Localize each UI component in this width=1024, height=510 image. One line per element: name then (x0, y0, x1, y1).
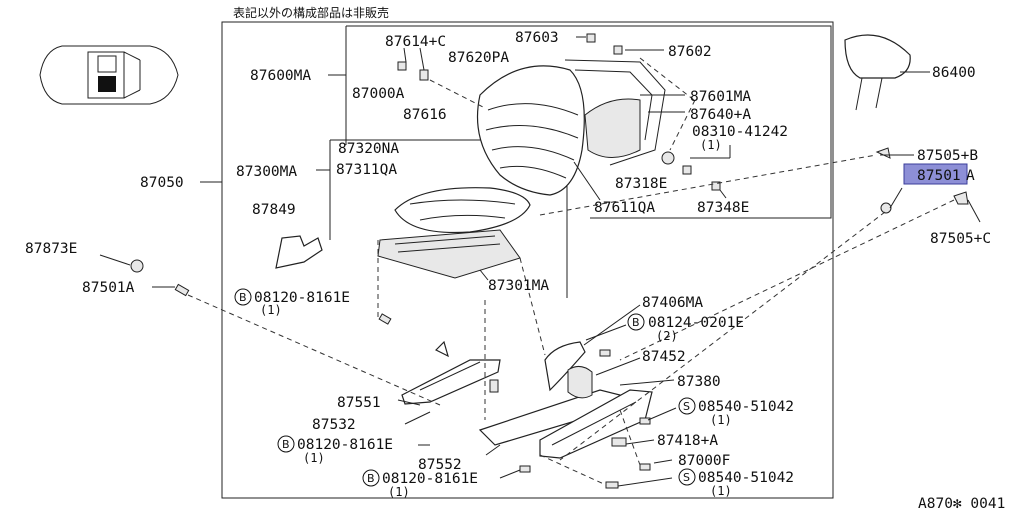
label-87318e: 87318E (615, 176, 667, 192)
screw-s-symbol-1 (678, 397, 696, 415)
label-08540-2-qty: (1) (710, 484, 732, 498)
label-87501a-right-suffix: A (966, 168, 975, 184)
label-08124: 08124-0201E (648, 315, 744, 331)
label-87301ma: 87301MA (488, 278, 549, 294)
label-87418a: 87418+A (657, 433, 718, 449)
recliner-mech (567, 366, 593, 399)
label-87614c: 87614+C (385, 34, 446, 50)
label-08120-1: 08120-8161E (254, 290, 350, 306)
seat-cushion (377, 187, 531, 279)
label-87532: 87532 (312, 417, 356, 433)
label-87601ma: 87601MA (690, 89, 751, 105)
label-08540-1: 08540-51042 (698, 399, 794, 415)
label-87640a: 87640+A (690, 107, 751, 123)
bolt-b-symbol-1 (234, 288, 252, 306)
highlight-87501a (903, 163, 968, 185)
label-87611qa: 87611QA (594, 200, 655, 216)
svg-text:B: B (632, 316, 640, 329)
label-87603: 87603 (515, 30, 559, 46)
label-08120-2: 08120-8161E (297, 437, 393, 453)
label-87348e: 87348E (697, 200, 749, 216)
slide-rail-left (401, 340, 501, 405)
label-87600ma: 87600MA (250, 68, 311, 84)
callout-labels: 87603 87614+C 87602 87600MA 87620PA 8700… (25, 30, 1005, 510)
label-87620pa: 87620PA (448, 50, 509, 66)
svg-text:S: S (683, 400, 690, 413)
label-87000a: 87000A (352, 86, 405, 102)
label-08120-3-qty: (1) (388, 485, 410, 499)
slide-rail-right (478, 389, 653, 459)
fastener-icons (130, 33, 969, 489)
label-87300ma: 87300MA (236, 164, 297, 180)
label-87000f: 87000F (678, 453, 730, 469)
seatback-pad (476, 65, 585, 196)
dashed-guides (187, 57, 955, 486)
screw-s-symbol-2 (678, 468, 696, 486)
label-08310-qty: (1) (700, 138, 722, 152)
bracket-87849 (275, 235, 323, 269)
label-87505b: 87505+B (917, 148, 978, 164)
car-position-icon (39, 45, 179, 105)
bolt-b-symbol-3 (277, 435, 295, 453)
seatback-frame-part (564, 59, 675, 166)
drawing-code: A870✻ 0041 (918, 496, 1005, 510)
main-frame (221, 21, 834, 499)
label-87406ma: 87406MA (642, 295, 703, 311)
label-08310: 08310-41242 (692, 124, 788, 140)
label-87616: 87616 (403, 107, 447, 123)
label-08120-2-qty: (1) (303, 451, 325, 465)
label-87320na: 87320NA (338, 141, 399, 157)
not-sold-note: 表記以外の構成部品は非販売 (233, 5, 389, 20)
label-86400: 86400 (932, 65, 976, 81)
seatback-frame (346, 25, 832, 219)
label-08124-qty: (2) (656, 329, 678, 343)
label-87050: 87050 (140, 175, 184, 191)
svg-text:B: B (282, 438, 290, 451)
label-87452: 87452 (642, 349, 686, 365)
label-87602: 87602 (668, 44, 712, 60)
label-87849: 87849 (252, 202, 296, 218)
label-08540-2: 08540-51042 (698, 470, 794, 486)
label-87552: 87552 (418, 457, 462, 473)
svg-text:B: B (367, 472, 375, 485)
label-87501a-left: 87501A (82, 280, 135, 296)
label-87505c: 87505+C (930, 231, 991, 247)
leader-lines (99, 36, 981, 487)
svg-text:B: B (239, 291, 247, 304)
label-87873e: 87873E (25, 241, 77, 257)
label-08120-1-qty: (1) (260, 303, 282, 317)
label-87311qa: 87311QA (336, 162, 397, 178)
label-87551: 87551 (337, 395, 381, 411)
label-08120-3: 08120-8161E (382, 471, 478, 487)
headrest (844, 34, 911, 111)
label-08540-1-qty: (1) (710, 413, 732, 427)
svg-text:S: S (683, 471, 690, 484)
bolt-b-symbol-2 (627, 313, 645, 331)
bolt-b-symbol-4 (362, 469, 380, 487)
label-87380: 87380 (677, 374, 721, 390)
label-87501a-right: 87501 (917, 168, 961, 184)
recliner-cover (544, 341, 586, 392)
